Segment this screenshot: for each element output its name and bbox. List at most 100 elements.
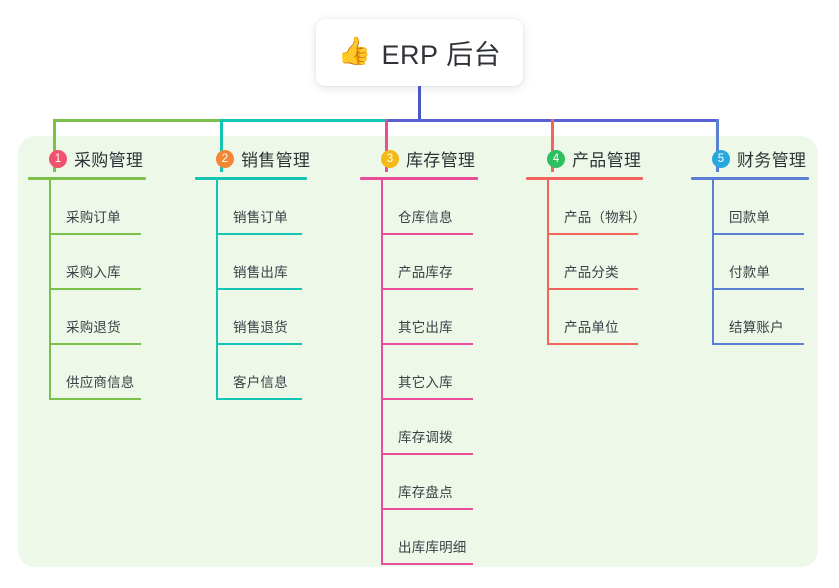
branch-item[interactable]: 回款单	[691, 180, 809, 235]
bus-segment-blue	[385, 119, 719, 122]
branch-column-1: 1 采购管理采购订单采购入库采购退货供应商信息	[28, 146, 148, 400]
branch-item[interactable]: 销售订单	[195, 180, 313, 235]
branch-item[interactable]: 产品分类	[526, 235, 644, 290]
branch-item-label: 其它出库	[398, 320, 453, 335]
branch-item-label: 其它入库	[398, 375, 453, 390]
root-node[interactable]: 👍 ERP 后台	[316, 19, 523, 86]
branch-item-rule	[381, 508, 473, 510]
branch-item-list: 仓库信息产品库存其它出库其它入库库存调拨库存盘点出库库明细	[360, 180, 478, 565]
branch-item-rule	[49, 288, 141, 290]
branch-item[interactable]: 采购订单	[28, 180, 148, 235]
root-node-label: ERP 后台	[381, 40, 502, 70]
branch-item[interactable]: 其它入库	[360, 345, 478, 400]
branch-item-label: 结算账户	[729, 320, 784, 335]
branch-title: 财务管理	[737, 151, 807, 170]
branch-item-rule	[49, 233, 141, 235]
branch-item[interactable]: 库存盘点	[360, 455, 478, 510]
branch-item-label: 供应商信息	[66, 375, 135, 390]
bus-segment-green	[53, 119, 223, 122]
branch-item[interactable]: 产品单位	[526, 290, 644, 345]
branch-item-label: 销售订单	[233, 210, 288, 225]
branch-header-underline	[360, 177, 478, 180]
branch-title: 产品管理	[572, 151, 642, 170]
branch-item-label: 采购入库	[66, 265, 121, 280]
branch-item-rule	[547, 233, 638, 235]
branch-item-rule	[381, 343, 473, 345]
branch-item-rule	[49, 398, 141, 400]
branch-header-underline	[691, 177, 809, 180]
branch-item-list: 采购订单采购入库采购退货供应商信息	[28, 180, 148, 400]
branch-item-label: 采购退货	[66, 320, 121, 335]
branch-item[interactable]: 出库库明细	[360, 510, 478, 565]
branch-column-2: 2 销售管理销售订单销售出库销售退货客户信息	[195, 146, 313, 400]
branch-title: 销售管理	[241, 151, 311, 170]
branch-item-rule	[381, 398, 473, 400]
branch-header-4[interactable]: 4 产品管理	[526, 146, 644, 171]
branch-number-badge: 2	[216, 149, 234, 168]
branch-number-badge: 4	[547, 149, 565, 168]
branch-title: 库存管理	[406, 151, 476, 170]
branch-header-1[interactable]: 1 采购管理	[28, 146, 148, 171]
branch-spine	[216, 180, 218, 400]
branch-spine	[547, 180, 549, 345]
branch-item-list: 销售订单销售出库销售退货客户信息	[195, 180, 313, 400]
branch-item[interactable]: 供应商信息	[28, 345, 148, 400]
branch-item-rule	[216, 398, 302, 400]
branch-column-4: 4 产品管理产品（物料） 产品分类产品单位	[526, 146, 647, 345]
branch-header-underline	[28, 177, 146, 180]
branch-item[interactable]: 销售退货	[195, 290, 313, 345]
branch-item-rule	[216, 233, 302, 235]
branch-number-badge: 1	[49, 149, 67, 168]
branch-item[interactable]: 销售出库	[195, 235, 313, 290]
branch-title: 采购管理	[74, 151, 144, 170]
branch-item-list: 回款单付款单结算账户	[691, 180, 809, 345]
branch-item-rule	[49, 343, 141, 345]
branch-item-rule	[547, 343, 638, 345]
branch-item-label: 库存调拨	[398, 430, 453, 445]
branch-item-rule	[216, 288, 302, 290]
branch-item-label: 客户信息	[233, 375, 288, 390]
branch-item[interactable]: 付款单	[691, 235, 809, 290]
branch-item-label: 仓库信息	[398, 210, 453, 225]
bus-segment-teal	[220, 119, 388, 122]
branch-item[interactable]: 结算账户	[691, 290, 809, 345]
branch-item-label: 产品分类	[564, 265, 619, 280]
branch-item-label: 销售出库	[233, 265, 288, 280]
branch-item-rule	[712, 233, 804, 235]
branch-item-label: 产品（物料）	[564, 210, 647, 225]
branch-item-rule	[381, 233, 473, 235]
branch-item-label: 出库库明细	[398, 540, 467, 555]
branch-item[interactable]: 采购入库	[28, 235, 148, 290]
branch-item-rule	[381, 288, 473, 290]
branch-item[interactable]: 采购退货	[28, 290, 148, 345]
branch-item-label: 销售退货	[233, 320, 288, 335]
branch-item-label: 产品单位	[564, 320, 619, 335]
branch-item[interactable]: 其它出库	[360, 290, 478, 345]
branch-item-label: 采购订单	[66, 210, 121, 225]
branch-item-label: 回款单	[729, 210, 771, 225]
root-trunk-line	[418, 86, 421, 122]
branch-item[interactable]: 仓库信息	[360, 180, 478, 235]
branch-item-rule	[712, 343, 804, 345]
branch-panel-background	[18, 136, 818, 567]
branch-spine	[381, 180, 383, 565]
branch-item-label: 产品库存	[398, 265, 453, 280]
thumbs-up-icon: 👍	[337, 36, 372, 66]
branch-item-rule	[712, 288, 804, 290]
branch-item-rule	[381, 453, 473, 455]
branch-item-label: 库存盘点	[398, 485, 453, 500]
branch-item[interactable]: 库存调拨	[360, 400, 478, 455]
branch-item-rule	[216, 343, 302, 345]
branch-header-underline	[195, 177, 307, 180]
branch-item-list: 产品（物料） 产品分类产品单位	[526, 180, 647, 345]
branch-item[interactable]: 产品（物料）	[526, 180, 647, 235]
branch-item[interactable]: 产品库存	[360, 235, 478, 290]
branch-header-2[interactable]: 2 销售管理	[195, 146, 313, 171]
branch-item-rule	[547, 288, 638, 290]
branch-item[interactable]: 客户信息	[195, 345, 313, 400]
